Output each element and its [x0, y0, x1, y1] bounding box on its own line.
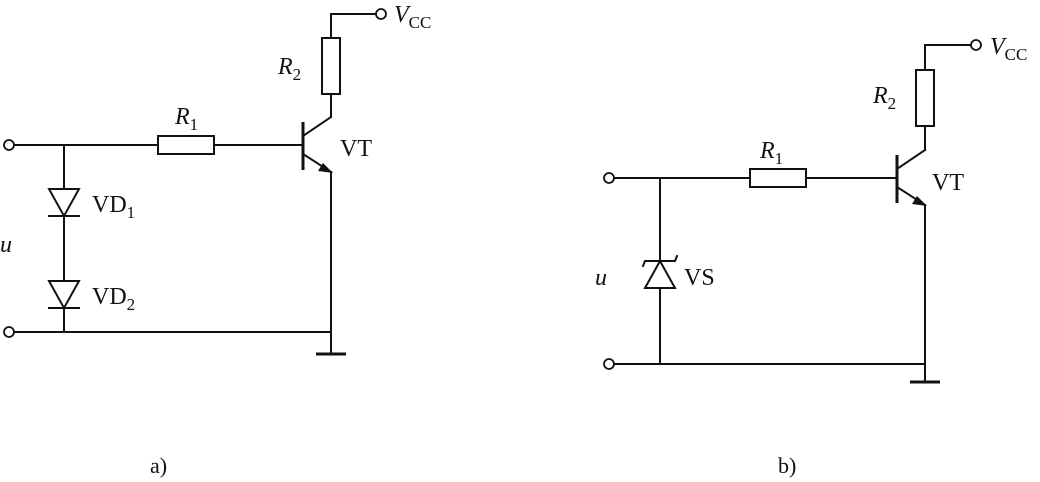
a-input-terminal-bottom: [3, 326, 15, 338]
a-transistor-label: VT: [340, 136, 372, 162]
a-caption: a): [150, 453, 167, 478]
b-zener-vs-bar: [641, 254, 679, 268]
a-diode-vd2: [47, 280, 81, 311]
b-emitter-arrow: [912, 196, 927, 206]
b-vcc-terminal: [970, 39, 982, 51]
b-transistor-collector: [895, 148, 927, 171]
a-emitter-arrow: [318, 163, 333, 173]
b-resistor-r1: [749, 168, 807, 188]
a-transistor-collector: [301, 115, 333, 138]
a-vcc-label: VCC: [394, 2, 431, 32]
a-resistor-r2: [321, 37, 341, 95]
b-vcc-label: VCC: [990, 34, 1027, 64]
b-r2-label: R2: [872, 83, 896, 113]
b-input-label: u: [595, 265, 607, 291]
b-caption: b): [778, 453, 796, 478]
a-r1-label: R1: [174, 104, 198, 134]
a-vd2-label: VD2: [92, 284, 135, 314]
b-input-terminal-bottom: [603, 358, 615, 370]
b-resistor-r2: [915, 69, 935, 127]
circuit-b: u R1 R2 VCC VT VS b): [595, 34, 1027, 478]
circuit-a: u R1 R2 VCC VT VD1 VD2 a): [0, 2, 431, 478]
b-transistor-label: VT: [932, 170, 964, 196]
a-vcc-terminal: [375, 8, 387, 20]
a-resistor-r1: [157, 135, 215, 155]
a-diode-vd1: [47, 188, 81, 219]
a-input-label: u: [0, 232, 12, 258]
b-zener-vs: [643, 258, 677, 289]
a-input-terminal-top: [3, 139, 15, 151]
b-r1-label: R1: [759, 138, 783, 168]
a-vd1-label: VD1: [92, 192, 135, 222]
b-zener-label: VS: [684, 265, 715, 291]
a-r2-label: R2: [277, 54, 301, 84]
b-input-terminal-top: [603, 172, 615, 184]
